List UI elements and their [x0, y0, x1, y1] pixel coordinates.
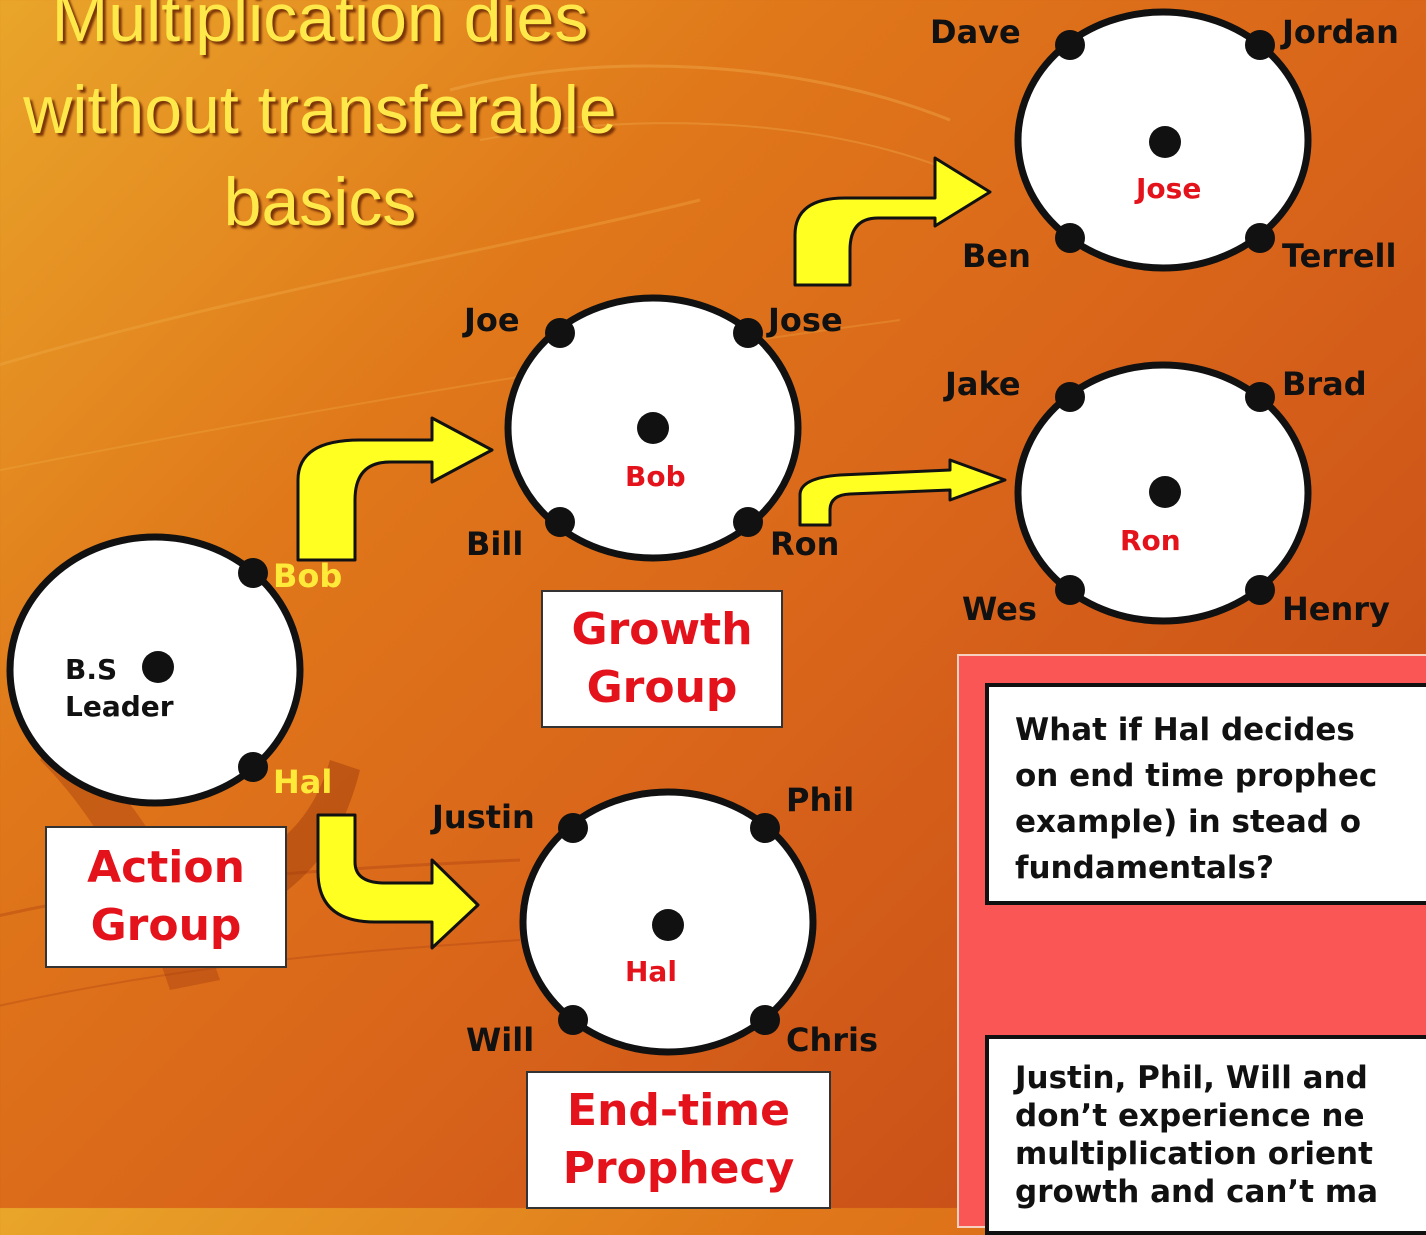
arrow-to-growth-group [296, 416, 494, 562]
endtime-group-circle [519, 788, 817, 1056]
leader-label-line-2: Leader [65, 690, 174, 723]
growth-member-jose: Jose [768, 301, 843, 339]
slide-title: Multiplication dies without transferable… [0, 0, 660, 248]
growth-group-circle [504, 294, 802, 562]
endtime-caption-line-1: End-time [567, 1085, 790, 1136]
endtime-caption-line-2: Prophecy [562, 1143, 795, 1194]
endtime-group-caption: End-time Prophecy [526, 1071, 831, 1209]
ron-member-jake: Jake [945, 365, 1021, 403]
arrow-to-ron-group [798, 458, 1007, 527]
action-group-caption: Action Group [45, 826, 287, 968]
action-group-center-label: B.S Leader [65, 651, 174, 725]
ron-member-wes: Wes [962, 590, 1037, 628]
arrow-to-jose-group [793, 156, 992, 287]
growth-caption-line-2: Group [586, 662, 738, 713]
endtime-center-label: Hal [625, 955, 677, 988]
growth-caption-line-1: Growth [571, 604, 753, 655]
title-line-2: without transferable [23, 72, 617, 148]
action-caption-line-2: Group [90, 900, 242, 951]
growth-group-caption: Growth Group [541, 590, 783, 728]
ron-member-brad: Brad [1282, 365, 1367, 403]
jose-member-terrell: Terrell [1282, 237, 1397, 275]
ron-member-henry: Henry [1282, 590, 1390, 628]
leader-label-line-1: B.S [65, 653, 118, 686]
question-box: What if Hal decides on end time prophec … [985, 683, 1426, 905]
endtime-member-chris: Chris [786, 1021, 879, 1059]
endtime-member-phil: Phil [786, 781, 855, 819]
ron-group-circle [1014, 361, 1312, 625]
jose-center-label: Jose [1136, 172, 1202, 205]
ron-center-label: Ron [1120, 524, 1181, 557]
action-member-hal: Hal [273, 763, 333, 801]
title-line-3: basics [223, 164, 417, 240]
jose-member-ben: Ben [962, 237, 1031, 275]
endtime-member-justin: Justin [432, 798, 535, 836]
action-group-circle [6, 533, 304, 807]
title-line-1: Multiplication dies [51, 0, 589, 56]
answer-box: Justin, Phil, Will and don’t experience … [985, 1035, 1426, 1235]
action-caption-line-1: Action [87, 842, 245, 893]
jose-member-jordan: Jordan [1282, 13, 1399, 51]
endtime-member-will: Will [466, 1021, 535, 1059]
growth-member-joe: Joe [464, 301, 520, 339]
action-member-bob: Bob [273, 557, 343, 595]
growth-member-ron: Ron [770, 525, 840, 563]
arrow-to-endtime-group [316, 813, 480, 950]
jose-member-dave: Dave [930, 13, 1021, 51]
growth-member-bill: Bill [466, 525, 524, 563]
jose-group-circle [1014, 8, 1312, 272]
growth-center-label: Bob [625, 460, 686, 493]
